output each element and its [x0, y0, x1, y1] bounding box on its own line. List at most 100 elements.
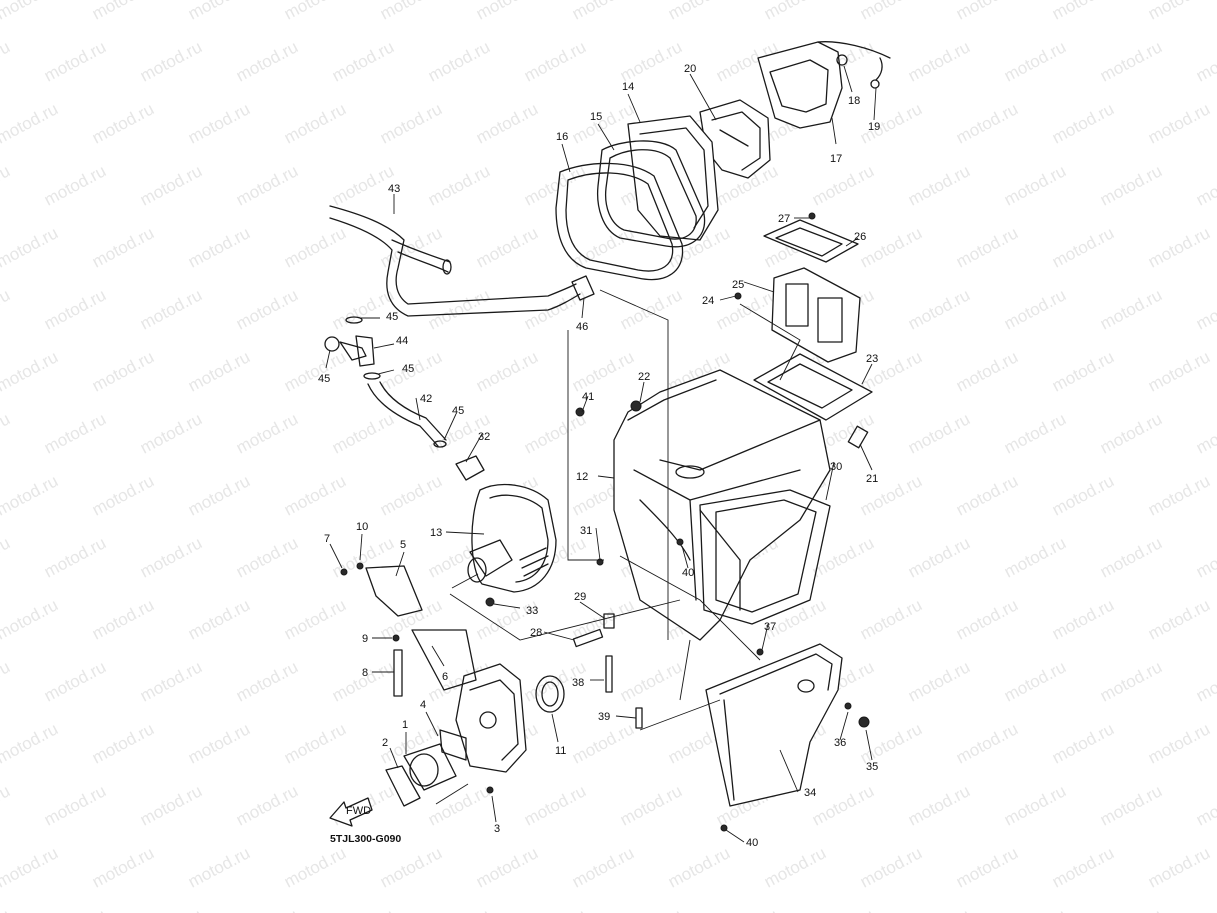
watermark-text: motod.ru — [329, 657, 397, 705]
watermark-text: motod.ru — [473, 843, 541, 891]
watermark-text: motod.ru — [617, 905, 685, 913]
watermark-text: motod.ru — [1097, 285, 1165, 333]
watermark-text: motod.ru — [473, 0, 541, 24]
callout-23: 23 — [866, 353, 878, 365]
breather-hose-43 — [329, 205, 595, 317]
watermark-text: motod.ru — [137, 37, 205, 85]
watermark-text: motod.ru — [1001, 533, 1069, 581]
callout-33: 33 — [526, 605, 538, 617]
watermark-text: motod.ru — [0, 843, 61, 891]
watermark-text: motod.ru — [233, 905, 301, 913]
watermark-text: motod.ru — [0, 223, 61, 271]
watermark-text: motod.ru — [0, 657, 13, 705]
watermark-text: motod.ru — [521, 37, 589, 85]
watermark-text: motod.ru — [1049, 0, 1117, 24]
watermark-text: motod.ru — [0, 347, 61, 395]
watermark-text: motod.ru — [0, 285, 13, 333]
watermark-text: motod.ru — [905, 409, 973, 457]
watermark-text: motod.ru — [617, 285, 685, 333]
watermark-text: motod.ru — [41, 409, 109, 457]
watermark-text: motod.ru — [329, 37, 397, 85]
watermark-text: motod.ru — [665, 0, 733, 24]
watermark-text: motod.ru — [41, 161, 109, 209]
watermark-text: motod.ru — [761, 595, 829, 643]
callout-5: 5 — [400, 539, 406, 551]
watermark-text: motod.ru — [137, 657, 205, 705]
watermark-text: motod.ru — [89, 471, 157, 519]
callout-layer: 1 2 3 4 5 6 7 8 9 10 11 12 13 14 15 16 1… — [318, 63, 880, 849]
watermark-text: motod.ru — [377, 843, 445, 891]
fwd-label: FWD — [346, 805, 371, 817]
watermark-text: motod.ru — [281, 347, 349, 395]
watermark-text: motod.ru — [1145, 843, 1213, 891]
watermark-text: motod.ru — [1049, 471, 1117, 519]
watermark-text: motod.ru — [713, 905, 781, 913]
watermark-text: motod.ru — [1193, 657, 1217, 705]
watermark-text: motod.ru — [281, 471, 349, 519]
watermark-text: motod.ru — [809, 161, 877, 209]
watermark-text: motod.ru — [953, 223, 1021, 271]
watermark-text: motod.ru — [329, 905, 397, 913]
watermark-text: motod.ru — [377, 99, 445, 147]
callout-9: 9 — [362, 633, 368, 645]
watermark-text: motod.ru — [953, 99, 1021, 147]
callout-36: 36 — [834, 737, 846, 749]
watermark-text: motod.ru — [281, 843, 349, 891]
watermark-text: motod.ru — [809, 781, 877, 829]
callout-45-c: 45 — [402, 363, 414, 375]
watermark-text: motod.ru — [905, 285, 973, 333]
watermark-text: motod.ru — [569, 843, 637, 891]
watermark-text: motod.ru — [233, 409, 301, 457]
watermark-text: motod.ru — [473, 99, 541, 147]
watermark-text: motod.ru — [953, 471, 1021, 519]
watermark-text: motod.ru — [521, 409, 589, 457]
watermark-text: motod.ru — [1145, 719, 1213, 767]
watermark-text: motod.ru — [0, 595, 61, 643]
watermark-text: motod.ru — [185, 223, 253, 271]
watermark-text: motod.ru — [761, 0, 829, 24]
plate-23-and-26 — [753, 219, 873, 421]
watermark-text: motod.ru — [905, 905, 973, 913]
watermark-text: motod.ru — [1097, 409, 1165, 457]
watermark-text: motod.ru — [0, 471, 61, 519]
watermark-text: motod.ru — [857, 223, 925, 271]
watermark-text: motod.ru — [905, 37, 973, 85]
watermark-text: motod.ru — [89, 99, 157, 147]
watermark-text: motod.ru — [0, 161, 13, 209]
watermark-text: motod.ru — [0, 781, 13, 829]
watermark-text: motod.ru — [521, 905, 589, 913]
watermark-text: motod.ru — [1145, 223, 1213, 271]
callout-3: 3 — [494, 823, 500, 835]
callout-46: 46 — [576, 321, 588, 333]
watermark-text: motod.ru — [425, 37, 493, 85]
watermark-text: motod.ru — [1049, 223, 1117, 271]
watermark-text: motod.ru — [761, 843, 829, 891]
watermark-text: motod.ru — [953, 347, 1021, 395]
callout-22: 22 — [638, 371, 650, 383]
watermark-text: motod.ru — [857, 0, 925, 24]
watermark-text: motod.ru — [0, 533, 13, 581]
watermark-text: motod.ru — [1049, 843, 1117, 891]
assembly-guide-lines — [435, 289, 801, 805]
watermark-text: motod.ru — [953, 595, 1021, 643]
watermark-text: motod.ru — [1097, 781, 1165, 829]
watermark-text: motod.ru — [1193, 161, 1217, 209]
watermark-text: motod.ru — [0, 409, 13, 457]
callout-38: 38 — [572, 677, 584, 689]
watermark-text: motod.ru — [521, 781, 589, 829]
watermark-text: motod.ru — [569, 0, 637, 24]
watermark-text: motod.ru — [137, 161, 205, 209]
callout-41: 41 — [582, 391, 594, 403]
watermark-text: motod.ru — [185, 471, 253, 519]
callout-39: 39 — [598, 711, 610, 723]
joint-44-hose-42 — [324, 316, 447, 448]
callout-26: 26 — [854, 231, 866, 243]
watermark-text: motod.ru — [809, 905, 877, 913]
watermark-text: motod.ru — [89, 0, 157, 24]
watermark-text: motod.ru — [1097, 905, 1165, 913]
watermark-text: motod.ru — [281, 0, 349, 24]
carburetor-assembly — [365, 565, 565, 807]
callout-25: 25 — [732, 279, 744, 291]
watermark-text: motod.ru — [41, 533, 109, 581]
